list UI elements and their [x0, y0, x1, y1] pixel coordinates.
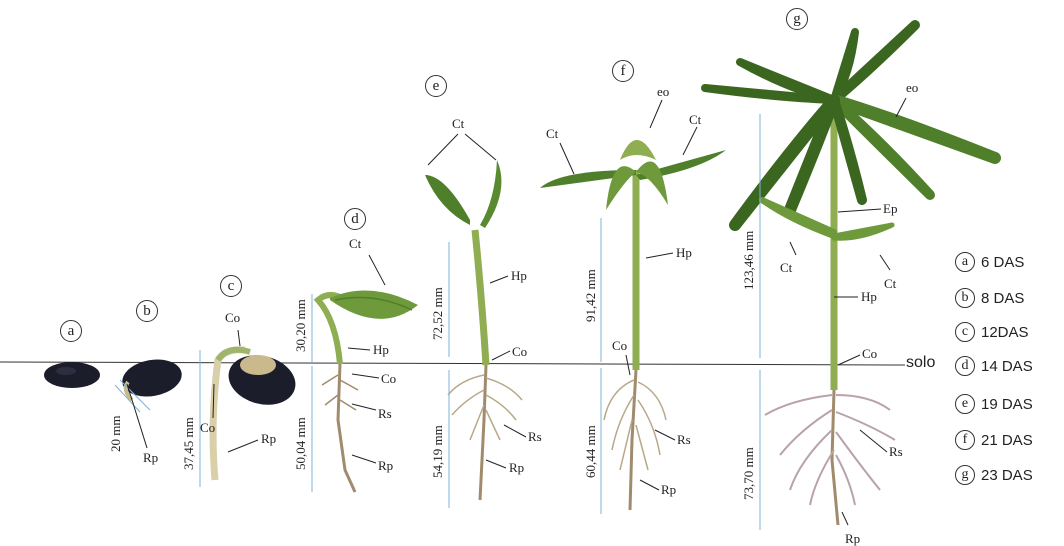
dim-e-shoot: 72,52 mm [430, 287, 445, 340]
seedling-c [200, 348, 301, 487]
dim-f-shoot: 91,42 mm [583, 269, 598, 322]
label-hp-f: Hp [676, 245, 692, 260]
legend-text: 14 DAS [981, 358, 1033, 375]
legend-text: 21 DAS [981, 432, 1033, 449]
stage-marker-d: d [344, 208, 366, 230]
dim-d-root: 50,04 mm [293, 417, 308, 470]
ground-label: solo [906, 354, 935, 372]
legend-item: b 8 DAS [955, 286, 1024, 310]
label-eo-g: eo [906, 80, 918, 95]
legend-text: 8 DAS [981, 290, 1024, 307]
label-ct-e: Ct [452, 116, 465, 131]
label-ct-f-right: Ct [689, 112, 702, 127]
label-rp-f: Rp [661, 482, 676, 497]
legend-item: f 21 DAS [955, 428, 1033, 452]
label-ct-g-right: Ct [884, 276, 897, 291]
stage-marker-a: a [60, 320, 82, 342]
dim-b-root: 20 mm [108, 416, 123, 452]
label-rs-f: Rs [677, 432, 691, 447]
label-co-f: Co [612, 338, 627, 353]
label-rp-g: Rp [845, 531, 860, 546]
label-eo-f: eo [657, 84, 669, 99]
stage-marker-b: b [136, 300, 158, 322]
label-rs-g: Rs [889, 444, 903, 459]
seedling-a [44, 362, 100, 388]
dim-g-shoot: 123,46 mm [741, 231, 756, 290]
legend-item: a 6 DAS [955, 250, 1024, 274]
legend-text: 19 DAS [981, 396, 1033, 413]
label-ep-g: Ep [883, 201, 897, 216]
stage-marker-g: g [786, 8, 808, 30]
legend-marker: c [955, 322, 975, 342]
label-hp-g: Hp [861, 289, 877, 304]
legend-marker: g [955, 465, 975, 485]
dim-d-shoot: 30,20 mm [293, 299, 308, 352]
legend-marker: a [955, 252, 975, 272]
seedling-b [115, 355, 185, 412]
label-rs-d: Rs [378, 406, 392, 421]
legend-item: d 14 DAS [955, 354, 1033, 378]
legend-marker: d [955, 356, 975, 376]
legend-item: e 19 DAS [955, 392, 1033, 416]
legend-text: 23 DAS [981, 467, 1033, 484]
stage-marker-e: e [425, 75, 447, 97]
ground-line [0, 362, 905, 365]
label-rp-c: Rp [261, 431, 276, 446]
label-co-g: Co [862, 346, 877, 361]
label-ct-g-left: Ct [780, 260, 793, 275]
legend-text: 12DAS [981, 324, 1029, 341]
label-ct-d: Ct [349, 236, 362, 251]
legend-text: 6 DAS [981, 254, 1024, 271]
label-co-d: Co [381, 371, 396, 386]
label-co-e: Co [512, 344, 527, 359]
legend-item: g 23 DAS [955, 463, 1033, 487]
label-rp-b: Rp [143, 450, 158, 465]
label-rp-e: Rp [509, 460, 524, 475]
dim-g-root: 73,70 mm [741, 447, 756, 500]
legend-marker: b [955, 288, 975, 308]
label-rp-d: Rp [378, 458, 393, 473]
label-hp-d: Hp [373, 342, 389, 357]
label-rs-e: Rs [528, 429, 542, 444]
seedling-f [540, 140, 726, 514]
label-hp-e: Hp [511, 268, 527, 283]
legend-marker: f [955, 430, 975, 450]
seedling-d [312, 290, 418, 492]
label-co-c-top: Co [225, 310, 240, 325]
label-co-c: Co [200, 420, 215, 435]
stage-marker-f: f [612, 60, 634, 82]
dim-f-root: 60,44 mm [583, 425, 598, 478]
legend-item: c 12DAS [955, 320, 1029, 344]
dim-c-root: 37,45 mm [181, 417, 196, 470]
label-ct-f-left: Ct [546, 126, 559, 141]
stage-marker-c: c [220, 275, 242, 297]
dim-e-root: 54,19 mm [430, 425, 445, 478]
legend-marker: e [955, 394, 975, 414]
